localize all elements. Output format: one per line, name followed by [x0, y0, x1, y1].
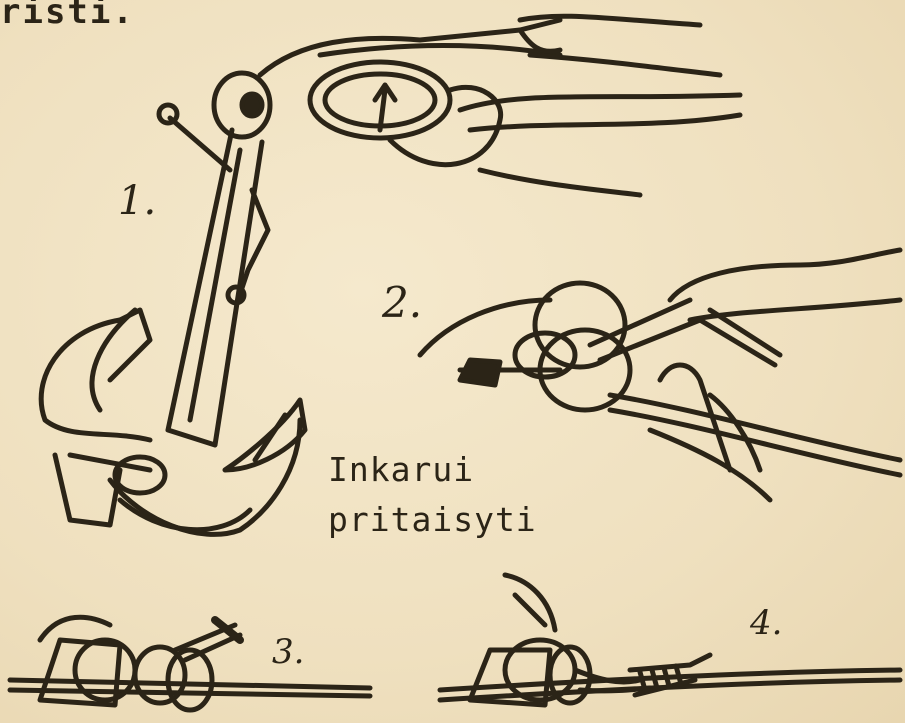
figure-number-1: 1.	[118, 178, 156, 224]
figure-number-3: 3.	[272, 632, 304, 672]
figure-number-2: 2.	[382, 278, 422, 327]
figure-caption-line-1: Inkarui	[328, 450, 474, 489]
knot-figure-3	[10, 617, 370, 710]
knot-figure-4	[440, 575, 900, 705]
figure-caption-line-2: pritaisyti	[328, 500, 537, 539]
figure-number-4: 4.	[750, 603, 782, 643]
knot-figure-2	[420, 250, 900, 500]
